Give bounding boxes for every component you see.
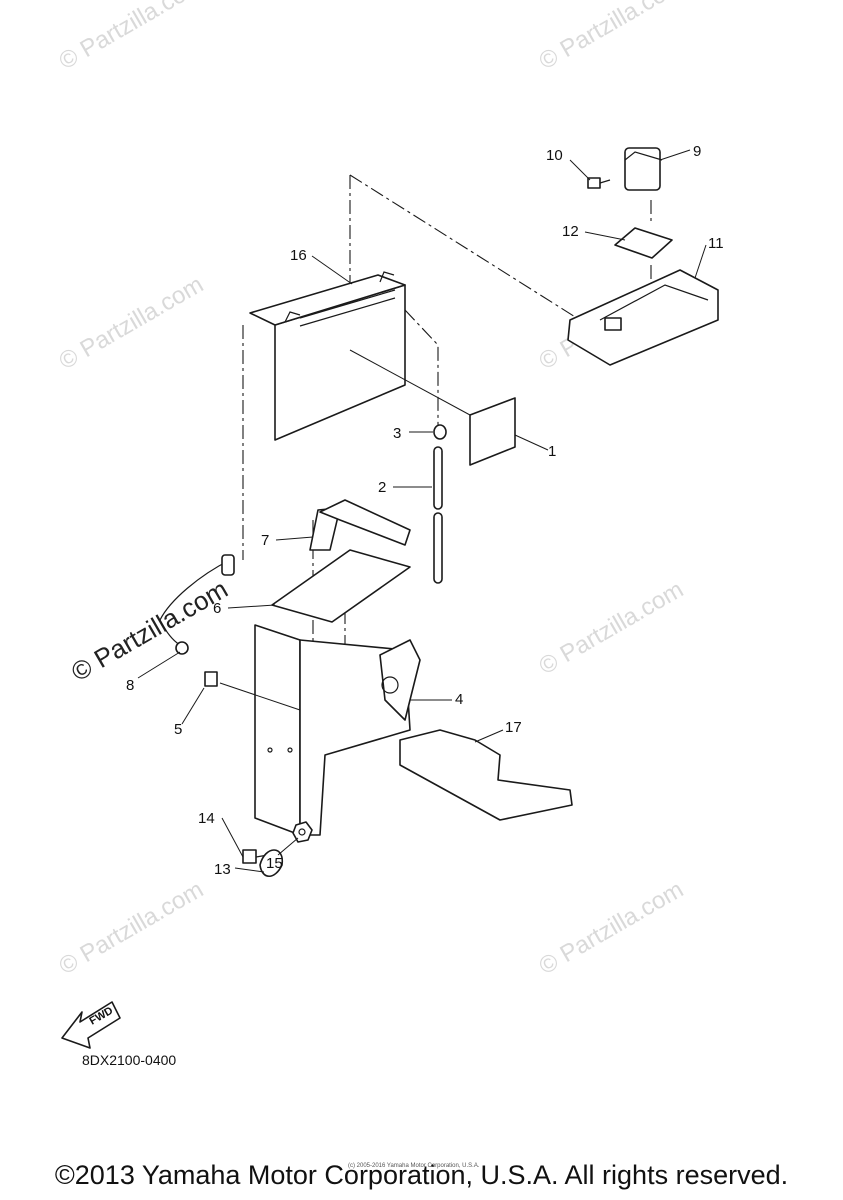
callout-3: 3 [393,425,401,442]
callout-8: 8 [126,677,134,694]
tiny-copyright: (c) 2005-2016 Yamaha Motor Corporation, … [348,1163,480,1169]
callout-10: 10 [546,147,563,164]
watermark-text: © Partzilla.com [55,271,209,375]
callout-1: 1 [548,443,556,460]
callout-7: 7 [261,532,269,549]
callout-9: 9 [693,143,701,160]
battery-case[interactable] [254,624,421,836]
callout-15: 15 [266,855,283,872]
callout-16: 16 [290,247,307,264]
callout-2: 2 [378,479,386,496]
callout-17: 17 [505,719,522,736]
callout-6: 6 [213,600,221,617]
bracket[interactable] [614,227,673,259]
leader-lines [137,149,707,873]
battery-lead[interactable] [159,554,235,655]
case-bolt[interactable] [204,671,301,711]
footer-copyright: ©2013 Yamaha Motor Corporation, U.S.A. A… [54,1160,789,1190]
clamp[interactable] [259,849,283,878]
starter-relay[interactable] [624,147,663,191]
cover[interactable] [399,729,573,821]
fwd-arrow: FWD [61,1001,121,1049]
label-sheet[interactable] [349,349,516,466]
diagram-code: 8DX2100-0400 [82,1052,177,1068]
battery-band[interactable] [309,499,411,551]
callout-13: 13 [214,861,231,878]
fuse-box[interactable] [567,269,719,366]
callout-4: 4 [455,691,463,708]
watermark-text: © Partzilla.com [535,576,689,680]
watermark-prominent: © Partzilla.com [66,574,233,688]
callout-11: 11 [708,235,724,252]
watermark-text: © Partzilla.com [55,876,209,980]
callouts: 1 2 3 4 5 6 7 8 9 10 11 12 13 14 15 16 1… [126,143,724,878]
relay-bolt[interactable] [587,177,611,189]
rubber-sheet[interactable] [271,549,411,623]
nut[interactable] [292,821,313,843]
breather-hose[interactable] [433,446,443,584]
hose-joint[interactable] [433,424,447,440]
callout-12: 12 [562,223,579,240]
battery[interactable] [249,271,406,441]
watermarks: © Partzilla.com © Partzilla.com © Partzi… [55,0,689,980]
watermark-text: © Partzilla.com [535,0,689,75]
watermark-text: © Partzilla.com [55,0,209,75]
watermark-text: © Partzilla.com [535,876,689,980]
callout-14: 14 [198,810,215,827]
callout-5: 5 [174,721,182,738]
